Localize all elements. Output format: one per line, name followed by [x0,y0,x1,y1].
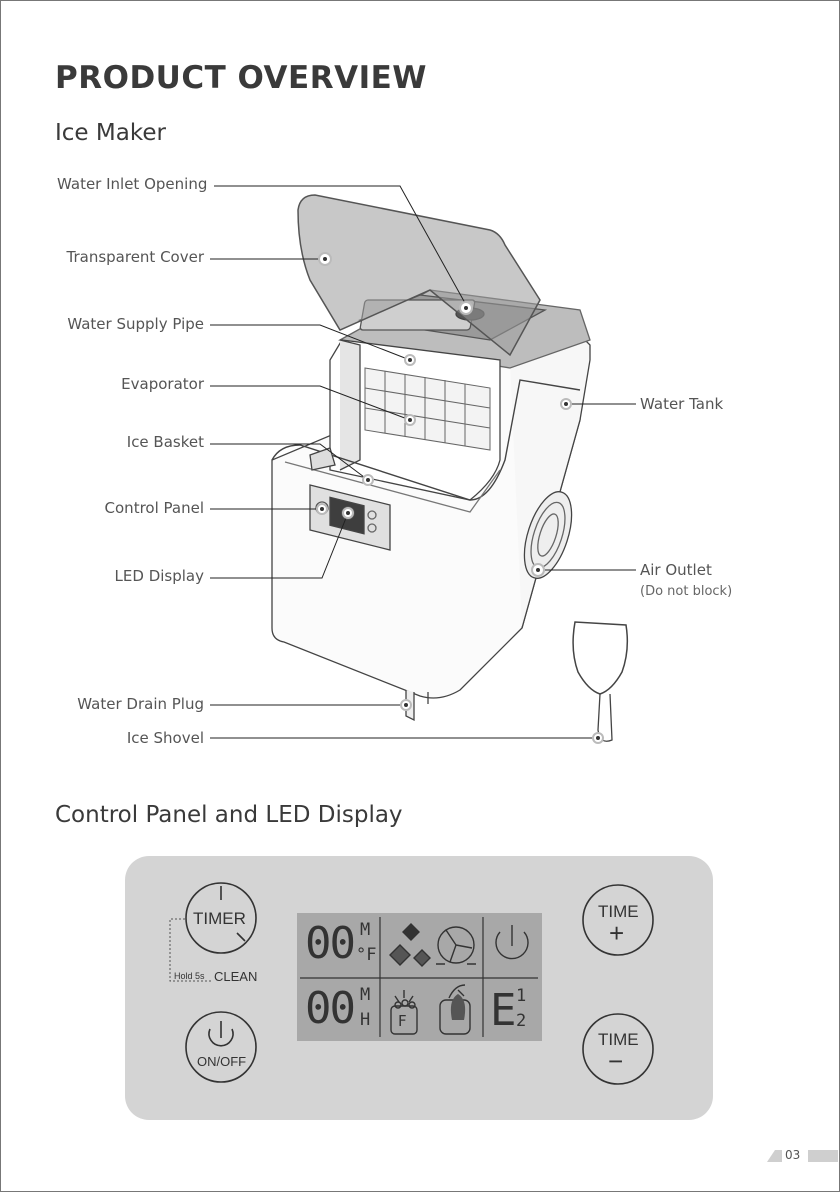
ice-full-icon: F [398,1012,407,1030]
label-water-drain-plug: Water Drain Plug [40,695,204,713]
section-title-control-panel: Control Panel and LED Display [55,802,403,828]
label-air-outlet-note: (Do not block) [640,584,732,599]
label-water-inlet-opening: Water Inlet Opening [57,175,207,193]
plus-icon: + [609,918,624,949]
timer-button[interactable]: TIMER [193,909,246,929]
label-ice-basket: Ice Basket [40,433,204,451]
minus-icon: − [608,1046,623,1077]
display-error-2: 2 [516,1011,526,1031]
display-bottom-digits: 00 [305,983,354,1034]
display-unit-fahrenheit: °F [356,945,376,965]
clean-label: CLEAN [214,969,257,984]
label-evaporator: Evaporator [40,375,204,393]
display-unit-minutes-top: M [360,920,370,940]
display-top-digits: 00 [305,918,354,969]
on-off-button[interactable]: ON/OFF [197,1054,246,1069]
page-number: 03 [785,1148,800,1162]
label-control-panel: Control Panel [40,499,204,517]
display-error-1: 1 [516,986,526,1006]
display-unit-hours: H [360,1010,370,1030]
display-error-letter: E [490,985,517,1036]
label-water-supply-pipe: Water Supply Pipe [40,315,204,333]
label-ice-shovel: Ice Shovel [40,729,204,747]
label-water-tank: Water Tank [640,395,723,413]
label-air-outlet: Air Outlet [640,561,712,579]
display-unit-minutes-bottom: M [360,985,370,1005]
label-led-display: LED Display [40,567,204,585]
label-transparent-cover: Transparent Cover [40,248,204,266]
hold-label: Hold 5s [174,971,205,981]
